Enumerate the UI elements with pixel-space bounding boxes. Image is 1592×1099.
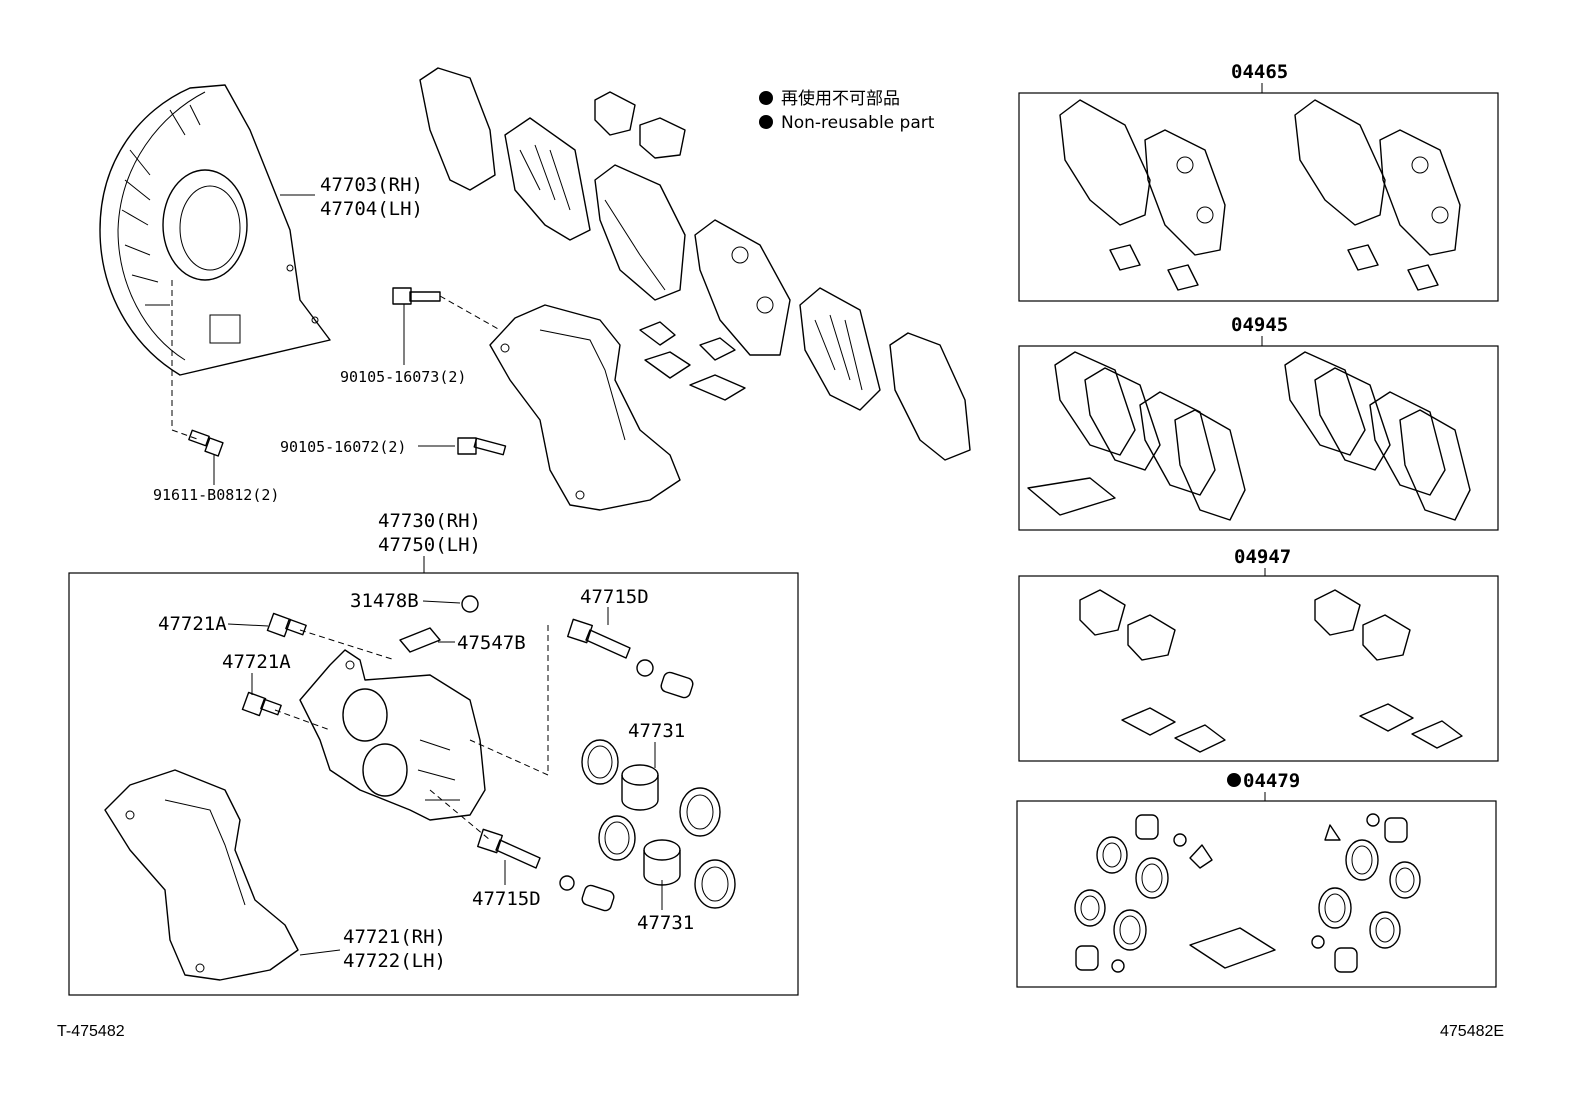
footer-right-code: 475482E [1440,1023,1504,1040]
torque-plate-bot-drawing [104,769,299,981]
caliper-assembly-box [68,572,799,996]
kit-04945-drawing [1027,351,1471,521]
label-47703: 47703(RH) [320,174,423,196]
label-47715D-top: 47715D [580,586,649,608]
label-47750: 47750(LH) [378,534,481,556]
label-47730: 47730(RH) [378,510,481,532]
label-47721A-top: 47721A [158,613,227,635]
kit-box-04479 [1016,800,1497,988]
dust-cover-drawing [99,84,331,376]
label-47715D-bot: 47715D [472,888,541,910]
label-91611: 91611-B0812(2) [153,486,279,504]
non-reusable-dot-04479 [1227,773,1241,787]
label-47731-top: 47731 [628,720,685,742]
legend-dot-jp [759,91,773,105]
kit-04947-drawing [1079,589,1463,753]
bleeder-top-drawing [266,612,307,638]
kit-label-04479: 04479 [1243,770,1300,792]
kit-label-04465: 04465 [1231,61,1288,83]
kit-box-04945 [1018,345,1499,531]
bolt-90105-16072-drawing [457,437,507,456]
pads-top-drawing [419,67,971,461]
bolt-91611-drawing [188,429,224,457]
slide-pin-bot-drawing [477,828,615,912]
label-47731-bot: 47731 [637,912,694,934]
legend-en: Non-reusable part [781,113,935,133]
caliper-body-drawing [299,649,486,821]
kit-label-04945: 04945 [1231,314,1288,336]
label-31478B: 31478B [350,590,419,612]
plug-47547B-drawing [399,627,441,653]
kit-04465-drawing [1059,99,1461,291]
piston-seal-drawing [581,739,736,909]
label-90105-16073: 90105-16073(2) [340,368,466,386]
kit-label-04947: 04947 [1234,546,1291,568]
legend-jp: 再使用不可部品 [781,88,900,109]
slide-pin-top-drawing [567,618,694,699]
bleeder-bot-drawing [241,691,282,717]
legend-dot-en [759,115,773,129]
label-90105-16072: 90105-16072(2) [280,438,406,456]
kit-box-04947 [1018,575,1499,762]
label-47721A-bot: 47721A [222,651,291,673]
label-47704: 47704(LH) [320,198,423,220]
footer-left-code: T-475482 [57,1023,125,1040]
bolt-90105-16073-drawing [392,287,441,305]
label-47547B: 47547B [457,632,526,654]
label-47721: 47721(RH) [343,926,446,948]
label-47722: 47722(LH) [343,950,446,972]
torque-plate-top-drawing [489,304,681,511]
kit-04479-drawing [1074,813,1421,973]
kit-box-04465 [1018,92,1499,302]
